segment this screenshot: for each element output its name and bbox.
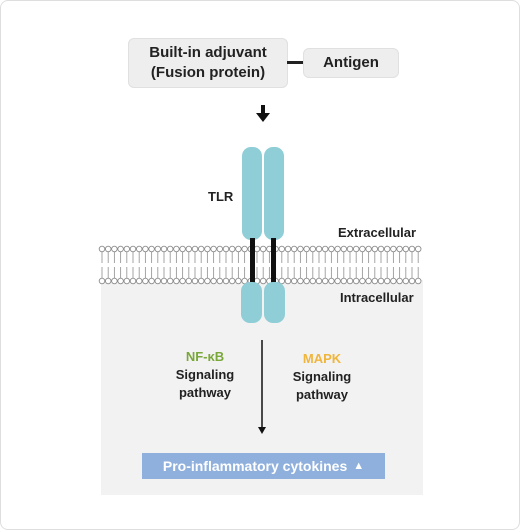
nfkb-line2: Signaling [175, 367, 235, 382]
cytokines-label: Pro-inflammatory cytokines [162, 458, 348, 474]
tlr-intracellular-right [264, 282, 285, 323]
tlr-label: TLR [208, 189, 234, 204]
antigen-label: Antigen [323, 54, 379, 71]
adjuvant-label-line1: Built-in adjuvant [149, 44, 267, 61]
tlr-extracellular-left [242, 147, 262, 240]
cytokines-output-box: Pro-inflammatory cytokines ▲ [142, 453, 385, 479]
antigen-box: Antigen [303, 48, 399, 78]
nfkb-line3: pathway [178, 385, 231, 400]
tlr-receptor [241, 147, 285, 323]
nfkb-pathway: NF-κB Signaling pathway [163, 348, 247, 402]
mapk-pathway: MAPK Signaling pathway [280, 350, 364, 404]
signaling-arrow-icon [258, 340, 266, 434]
tlr-intracellular-left [241, 282, 262, 323]
extracellular-label: Extracellular [338, 225, 417, 240]
intracellular-label: Intracellular [340, 290, 414, 305]
adjuvant-label-line2: (Fusion protein) [150, 64, 266, 81]
cell-membrane [98, 245, 422, 285]
nfkb-name: NF-κB [185, 349, 225, 364]
mapk-name: MAPK [302, 351, 342, 366]
binding-arrow-icon [256, 105, 270, 122]
tlr-extracellular-right [264, 147, 284, 240]
fusion-connector [287, 61, 303, 64]
tlr-transmembrane-left [250, 238, 255, 286]
mapk-line2: Signaling [292, 369, 352, 384]
tlr-transmembrane-right [271, 238, 276, 286]
adjuvant-box: Built-in adjuvant (Fusion protein) [128, 38, 288, 88]
mapk-line3: pathway [295, 387, 348, 402]
increase-triangle-icon: ▲ [353, 460, 365, 472]
